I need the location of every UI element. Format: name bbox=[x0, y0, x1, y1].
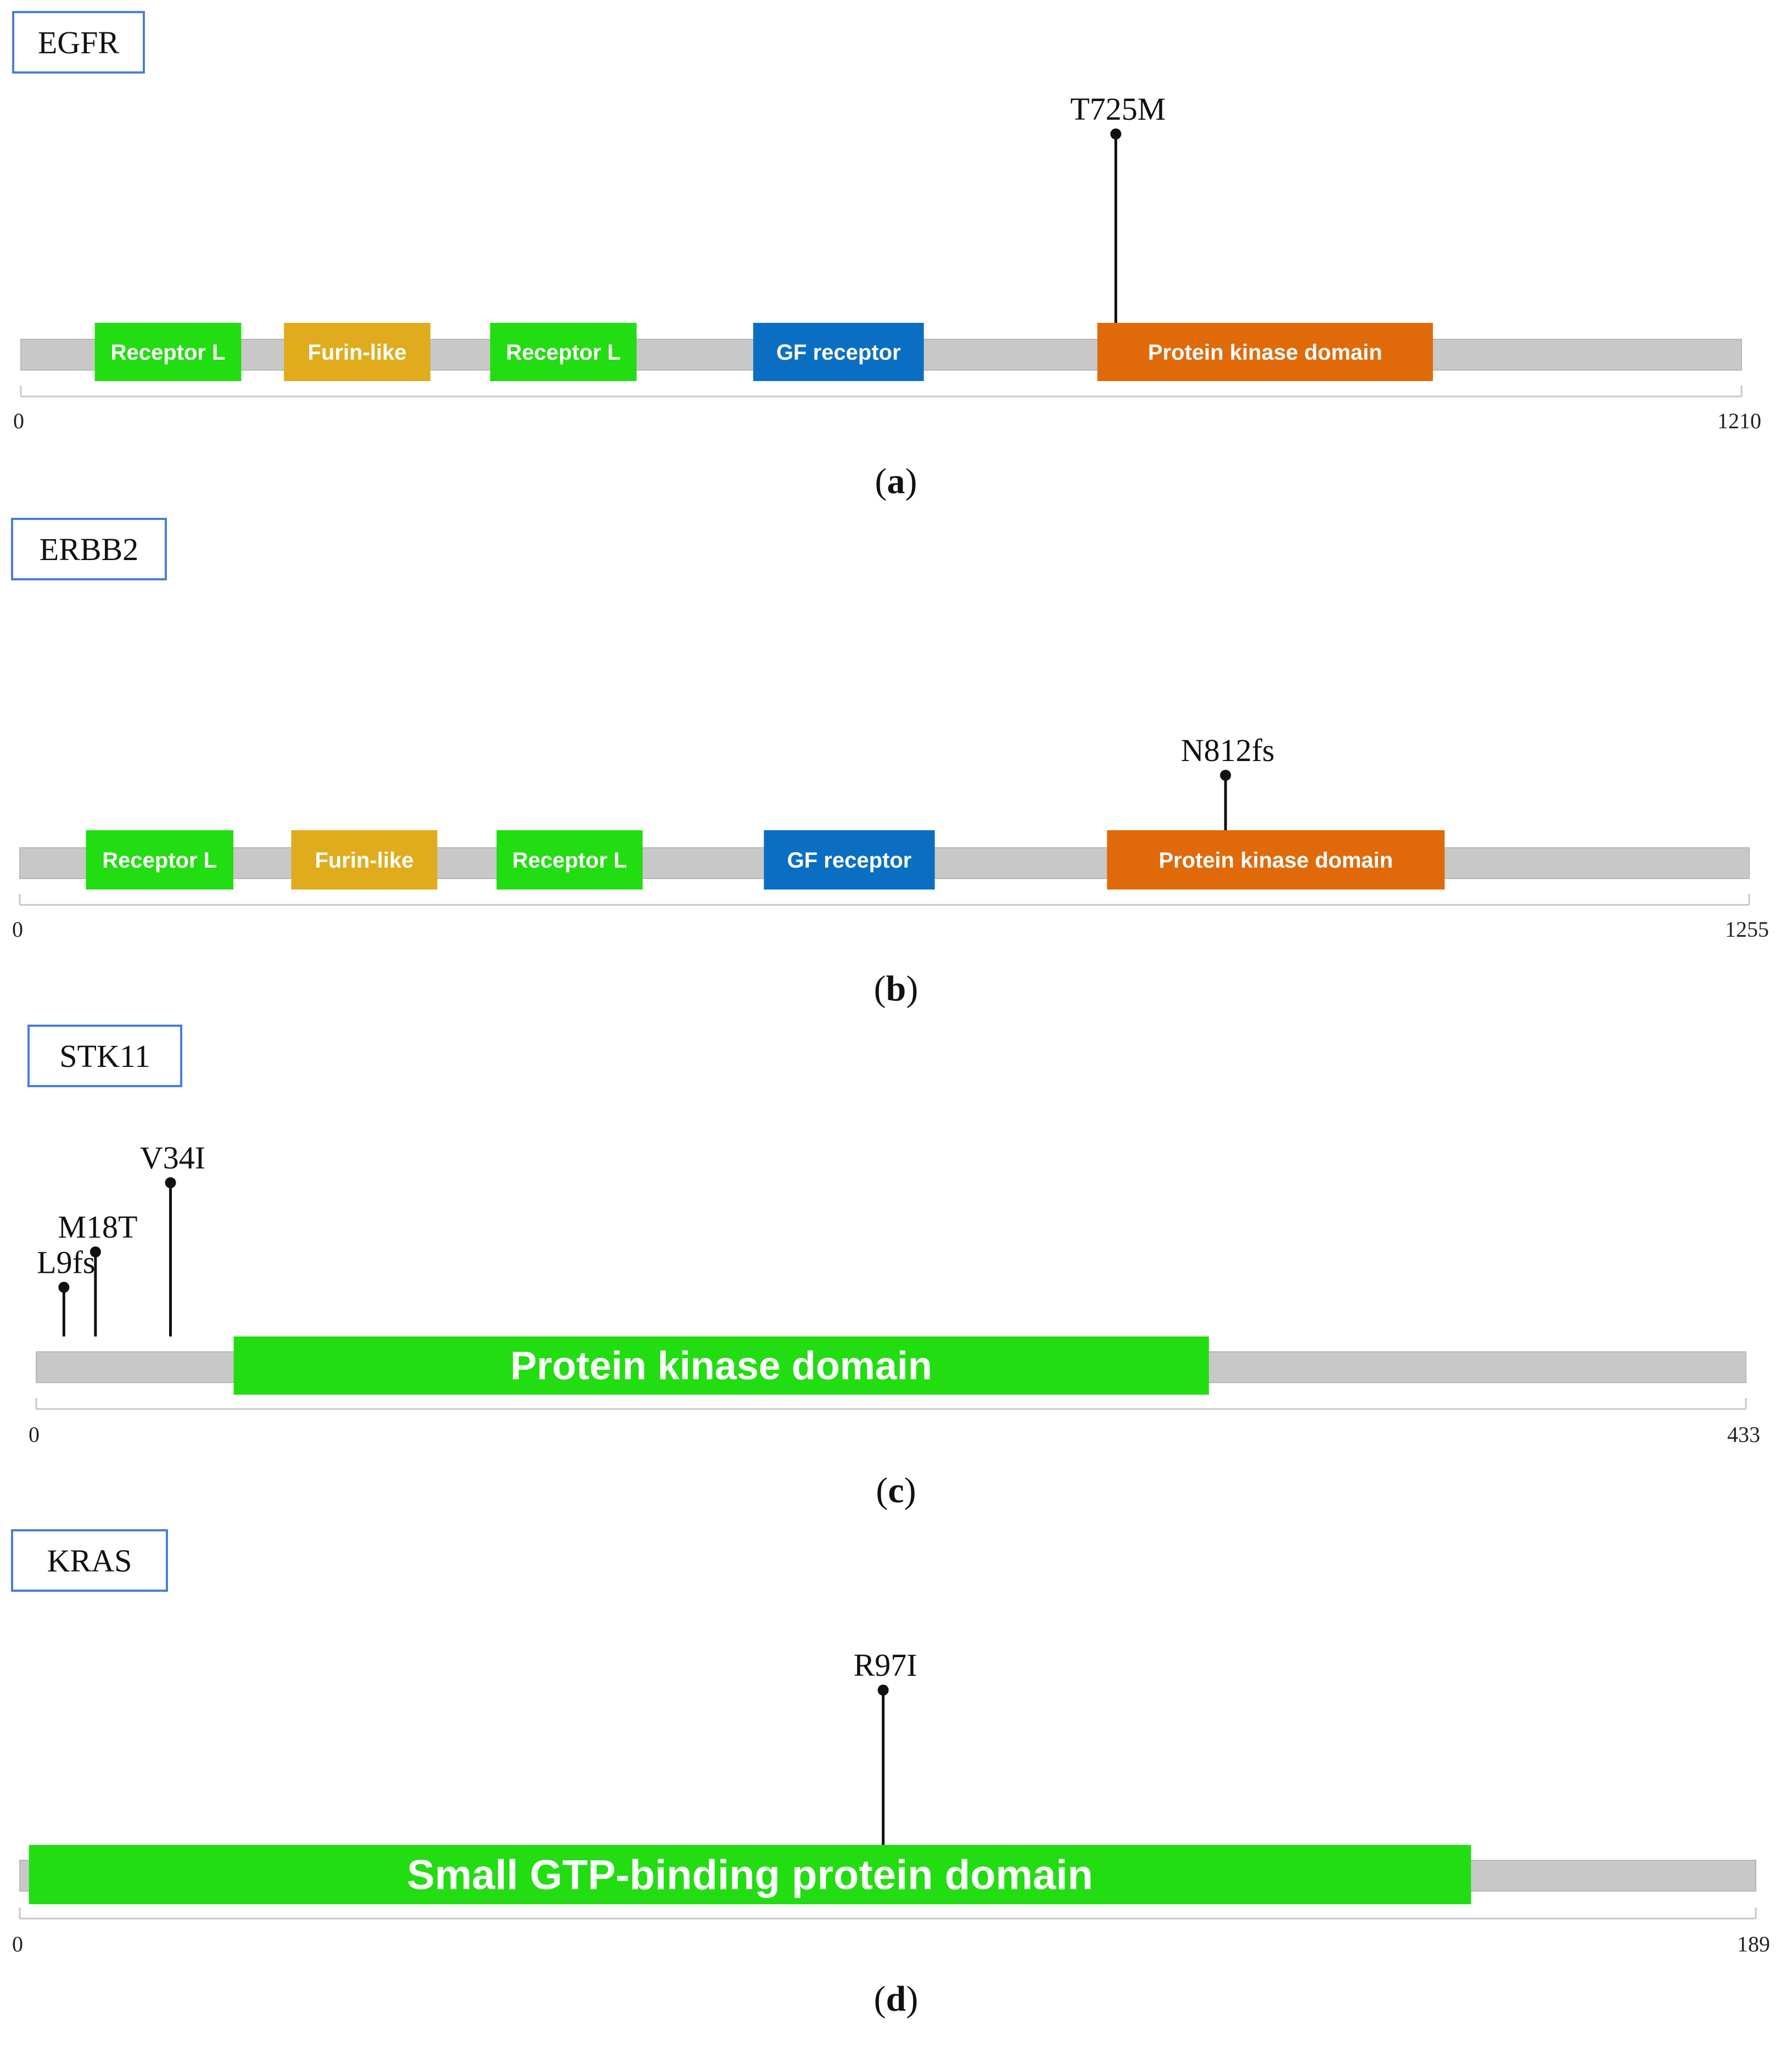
mutation-dot bbox=[165, 1177, 176, 1188]
panel-egfr: EGFR 0 1210 Receptor L Furin-like Receptor L G… bbox=[12, 11, 1761, 501]
domain-gf-receptor bbox=[753, 323, 924, 381]
panel-kras: KRAS 0 189 Small GTP-binding protein domain… bbox=[11, 1529, 1770, 2019]
domain-receptor-l bbox=[94, 323, 242, 381]
gene-name: ERBB2 bbox=[40, 532, 139, 567]
axis-tick-label: 0 bbox=[12, 1932, 23, 1956]
domain-label: Receptor L bbox=[111, 340, 226, 365]
gene-name: KRAS bbox=[47, 1543, 132, 1579]
mutation-label: L9fs bbox=[37, 1244, 95, 1280]
domain-protein-kinase-domain bbox=[1107, 830, 1445, 890]
panel-label: (a) bbox=[875, 461, 917, 501]
panel-erbb2: ERBB2 0 1255 Receptor L Furin-like Receptor L… bbox=[11, 518, 1769, 1009]
axis-tick-label: 0 bbox=[13, 409, 24, 433]
domain-label: GF receptor bbox=[776, 340, 901, 365]
mutation-dot bbox=[89, 1246, 101, 1257]
domain-label: Receptor L bbox=[506, 340, 621, 365]
domain-receptor-l bbox=[490, 323, 637, 381]
domain-label: Protein kinase domain bbox=[1148, 340, 1382, 365]
axis-tick-label: 189 bbox=[1737, 1932, 1770, 1956]
domain-label: Protein kinase domain bbox=[1158, 848, 1393, 873]
gene-name-box bbox=[12, 11, 145, 74]
panel-label: (c) bbox=[876, 1470, 916, 1511]
axis-tick-label: 1210 bbox=[1717, 409, 1761, 433]
mutation-label: T725M bbox=[1070, 91, 1166, 127]
gene-name: STK11 bbox=[59, 1038, 150, 1074]
mutation-dot bbox=[877, 1685, 889, 1696]
domain-label: Receptor L bbox=[512, 848, 627, 873]
gene-name-box bbox=[11, 1529, 168, 1592]
domain-furin-like bbox=[284, 323, 430, 381]
domain-label: Small GTP-binding protein domain bbox=[407, 1852, 1093, 1899]
domain-protein-kinase-domain bbox=[233, 1336, 1209, 1395]
axis-tick-label: 0 bbox=[29, 1422, 40, 1447]
domain-receptor-l bbox=[496, 830, 643, 890]
mutation-label: M18T bbox=[58, 1209, 137, 1245]
mutation-dot bbox=[1110, 128, 1122, 139]
mutation-label: V34I bbox=[140, 1140, 205, 1176]
mutation-label: N812fs bbox=[1181, 732, 1275, 768]
axis-tick-label: 1255 bbox=[1725, 917, 1769, 942]
mutation-label: R97I bbox=[854, 1647, 917, 1683]
domain-label: Furin-like bbox=[315, 848, 413, 873]
gene-name: EGFR bbox=[38, 25, 120, 60]
panel-label: (b) bbox=[874, 969, 919, 1009]
panel-stk11: STK11 0 433 Protein kinase domain L9fsM18TV3… bbox=[27, 1025, 1760, 1511]
domain-label: Protein kinase domain bbox=[511, 1344, 932, 1388]
domain-label: Furin-like bbox=[308, 340, 407, 365]
panel-label: (d) bbox=[874, 1979, 919, 2019]
domain-small-gtp-binding-protein-domain bbox=[29, 1845, 1471, 1904]
mutation-dot bbox=[58, 1282, 70, 1293]
mutation-dot bbox=[1220, 770, 1231, 781]
domain-gf-receptor bbox=[764, 830, 935, 890]
domain-receptor-l bbox=[86, 830, 234, 890]
axis-tick-label: 0 bbox=[12, 917, 23, 942]
gene-name-box bbox=[27, 1025, 182, 1087]
domain-protein-kinase-domain bbox=[1097, 323, 1433, 381]
domain-furin-like bbox=[291, 830, 438, 890]
axis-tick-label: 433 bbox=[1727, 1422, 1760, 1447]
domain-label: GF receptor bbox=[787, 848, 912, 873]
gene-name-box bbox=[11, 518, 167, 580]
domain-label: Receptor L bbox=[102, 848, 217, 873]
